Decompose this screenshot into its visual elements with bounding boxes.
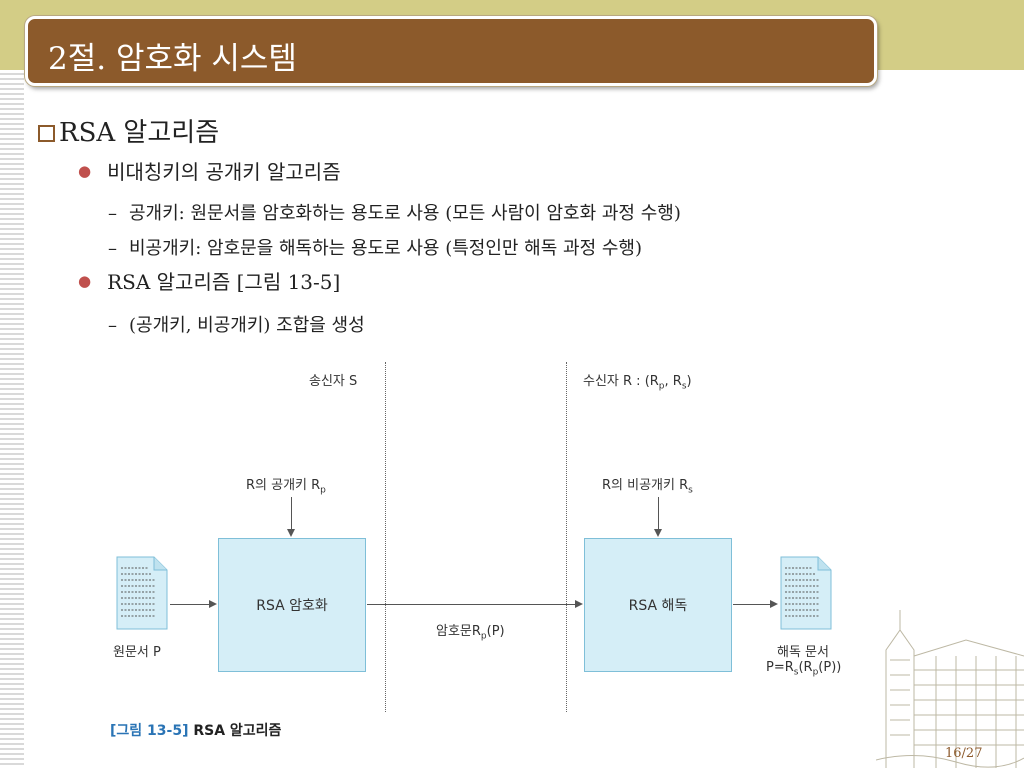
- heading-text: RSA 알고리즘: [59, 118, 220, 148]
- sub-bullet-text: 비공개키: 암호문을 해독하는 용도로 사용 (특정인만 해독 과정 수행): [129, 238, 642, 259]
- public-key-label: R의 공개키 Rp: [246, 478, 326, 496]
- caption-text: RSA 알고리즘: [193, 723, 282, 739]
- figure-caption: [그림 13-5] RSA 알고리즘: [110, 720, 281, 740]
- dash-bullet-icon: –: [108, 315, 117, 336]
- arrow-right-icon: [575, 600, 583, 608]
- arrow-down-icon: [287, 529, 295, 537]
- dash-bullet-icon: –: [108, 203, 117, 224]
- slide-title: 2절. 암호화 시스템: [48, 41, 297, 77]
- bullet-text: 비대칭키의 공개키 알고리즘: [107, 160, 341, 184]
- private-key-arrow: [658, 497, 659, 529]
- rsa-encrypt-box: RSA 암호화: [218, 538, 366, 672]
- result-doc-label: 해독 문서: [777, 645, 829, 660]
- page-number: 16/27: [945, 746, 983, 761]
- caption-tag: [그림 13-5]: [110, 723, 189, 739]
- bullet-item: ● RSA 알고리즘 [그림 13-5]: [78, 266, 340, 295]
- sub-bullet-item: –공개키: 원문서를 암호화하는 용도로 사용 (모든 사람이 암호화 과정 수…: [108, 199, 681, 225]
- receiver-label: 수신자 R : (Rp, Rs): [583, 374, 692, 392]
- bullet-text: RSA 알고리즘 [그림 13-5]: [107, 270, 341, 294]
- sub-bullet-item: –비공개키: 암호문을 해독하는 용도로 사용 (특정인만 해독 과정 수행): [108, 234, 642, 260]
- doc-to-encrypt-arrow: [170, 604, 210, 605]
- receiver-divider-line: [566, 362, 567, 712]
- sender-label: 송신자 S: [309, 374, 358, 389]
- public-key-arrow: [291, 497, 292, 529]
- result-formula: P=Rs(Rp(P)): [766, 660, 842, 678]
- title-bar: 2절. 암호화 시스템: [25, 16, 877, 86]
- rsa-decrypt-box: RSA 해독: [584, 538, 732, 672]
- heading-bullet: RSA 알고리즘: [38, 112, 219, 149]
- sub-bullet-text: 공개키: 원문서를 암호화하는 용도로 사용 (모든 사람이 암호화 과정 수행…: [129, 203, 681, 224]
- private-key-label: R의 비공개키 Rs: [602, 478, 693, 496]
- arrow-right-icon: [209, 600, 217, 608]
- document-icon: [780, 556, 832, 630]
- square-bullet-icon: [38, 125, 55, 142]
- left-stripe-decoration: [0, 70, 24, 768]
- dot-bullet-icon: ●: [78, 162, 92, 180]
- source-doc-label: 원문서 P: [113, 645, 161, 660]
- ciphertext-label: 암호문Rp(P): [436, 624, 505, 642]
- dash-bullet-icon: –: [108, 238, 117, 259]
- sub-bullet-item: –(공개키, 비공개키) 조합을 생성: [108, 311, 365, 337]
- dot-bullet-icon: ●: [78, 272, 92, 290]
- sender-divider-line: [385, 362, 386, 712]
- cipher-arrow: [367, 604, 576, 605]
- document-icon: [116, 556, 168, 630]
- arrow-down-icon: [654, 529, 662, 537]
- bullet-item: ● 비대칭키의 공개키 알고리즘: [78, 156, 341, 185]
- sub-bullet-text: (공개키, 비공개키) 조합을 생성: [129, 315, 365, 336]
- building-sketch-icon: [876, 610, 1024, 768]
- arrow-right-icon: [770, 600, 778, 608]
- decrypt-to-doc-arrow: [733, 604, 771, 605]
